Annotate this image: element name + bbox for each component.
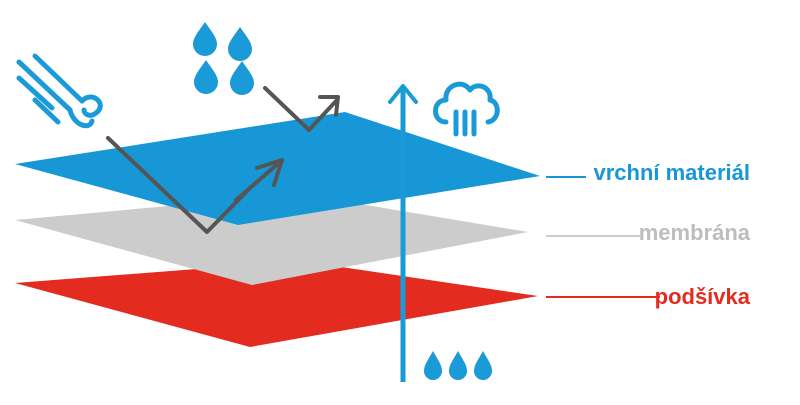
label-outer-fabric: vrchní materiál — [593, 160, 750, 185]
label-lining: podšívka — [654, 284, 750, 309]
wind-deflection-arrow — [106, 136, 284, 234]
label-membrane: membrána — [638, 220, 750, 245]
membrane-layer — [15, 194, 528, 285]
vapor-arrow — [388, 84, 418, 382]
wind-icon — [16, 53, 103, 129]
vapor-cloud-icon — [433, 81, 500, 137]
raindrops-icon — [193, 22, 254, 95]
lining-layer — [15, 261, 538, 347]
rain-deflection-arrow — [263, 86, 340, 132]
sweat-drops-icon — [424, 351, 492, 380]
